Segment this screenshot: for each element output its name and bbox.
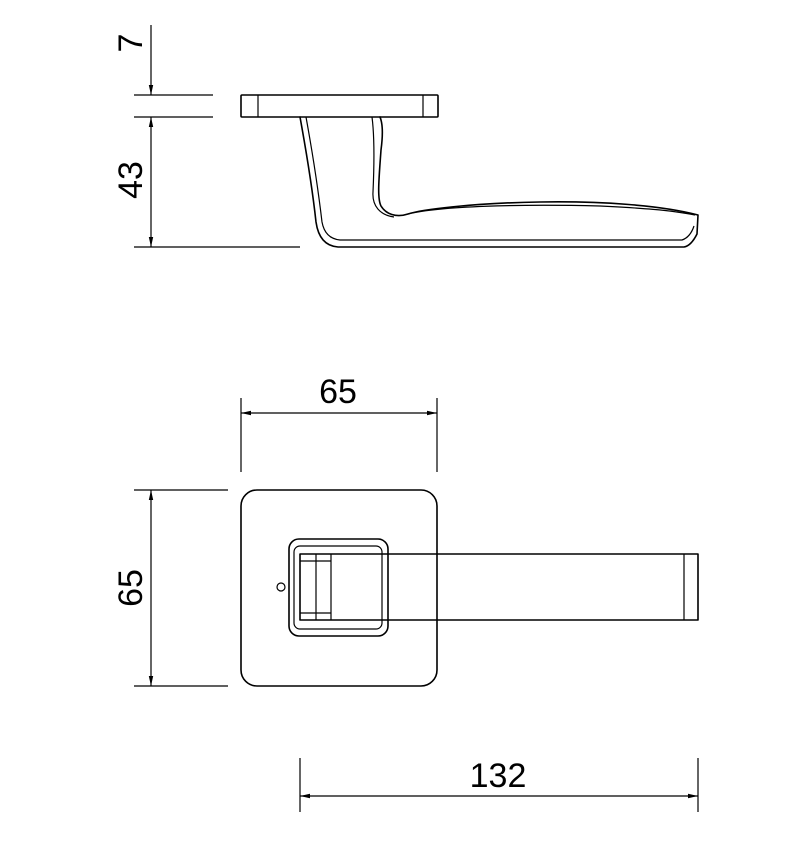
front-view-dimensions: 65 65 132	[112, 373, 699, 812]
side-view-lever	[299, 116, 699, 248]
dim-lever-length: 132	[470, 757, 527, 795]
dim-lever-height: 43	[112, 161, 150, 199]
side-view-dimensions: 7 43	[112, 25, 300, 248]
dim-rose-thickness: 7	[112, 34, 150, 53]
front-view-lever	[299, 553, 699, 621]
side-view-rose	[240, 94, 439, 118]
front-view-hole	[276, 582, 286, 592]
side-view: 7 43	[112, 25, 699, 248]
front-view: 65 65 132	[112, 373, 699, 812]
dim-rose-height: 65	[112, 569, 150, 607]
front-view-rose	[240, 489, 438, 687]
dim-rose-width: 65	[319, 373, 357, 411]
front-view-neck	[288, 538, 389, 637]
